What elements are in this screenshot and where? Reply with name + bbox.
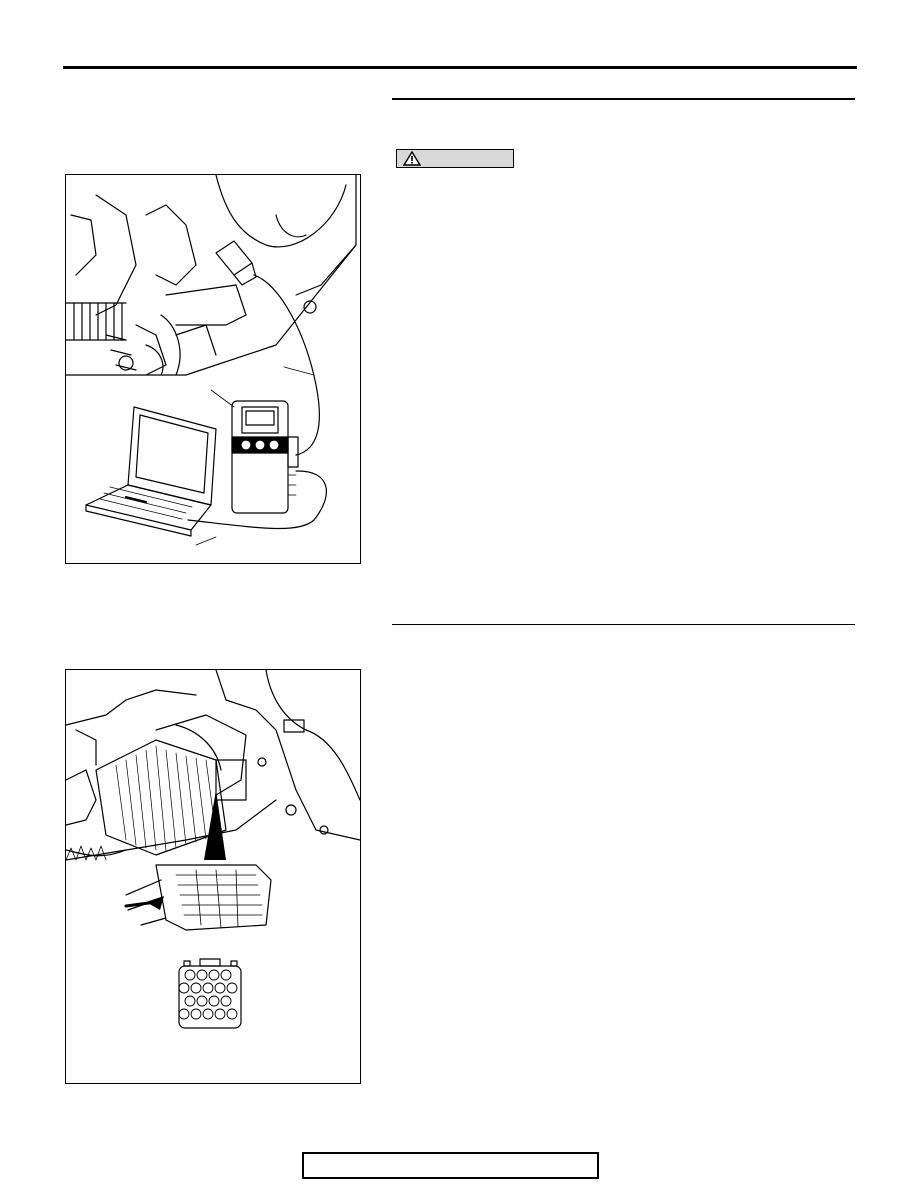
figure-connector-location <box>65 669 361 1084</box>
connector-illustration <box>66 670 360 1029</box>
footer-box <box>302 1152 599 1179</box>
warning-triangle-icon <box>403 151 421 166</box>
scan-tool-illustration <box>66 175 357 546</box>
caution-box <box>396 149 514 168</box>
section-rule-2 <box>392 624 855 625</box>
figure-scan-tool-connection <box>65 174 361 564</box>
section-rule-1 <box>392 98 855 100</box>
header-rule <box>63 66 857 69</box>
